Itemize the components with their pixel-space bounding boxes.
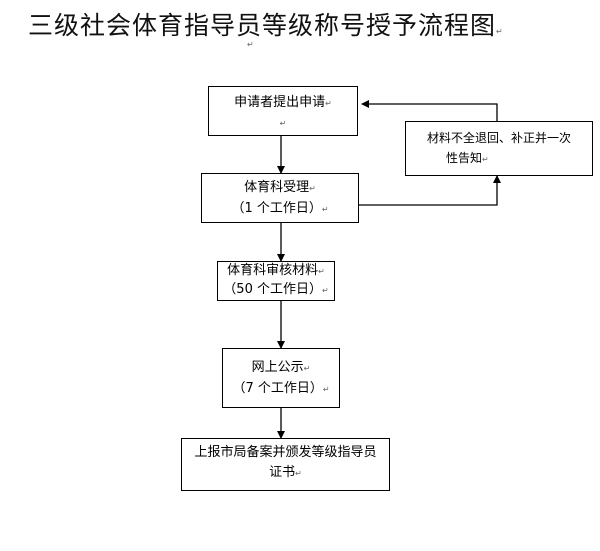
step-publicize-duration: （7 个工作日）↵	[232, 381, 330, 396]
step-apply-box: 申请者提出申请↵ ↵	[208, 86, 358, 136]
step-report-label: 上报市局备案并颁发等级指导员	[194, 445, 377, 460]
paragraph-mark: ↵	[247, 40, 254, 49]
step-report-box: 上报市局备案并颁发等级指导员 证书↵	[181, 438, 390, 491]
side-box-incomplete: 材料不全退回、补正并一次 性告知↵	[405, 121, 593, 176]
step-accept-label: 体育科受理↵	[244, 180, 316, 195]
step-accept-duration: （1 个工作日）↵	[231, 201, 329, 216]
step-review-duration: （50 个工作日）↵	[223, 282, 329, 297]
paragraph-mark: ↵	[279, 119, 287, 128]
side-box-line2: 性告知↵	[446, 151, 489, 165]
step-report-label-cont: 证书↵	[269, 465, 302, 480]
arrow-sidebox-to-apply	[361, 100, 498, 121]
paragraph-mark: ↵	[496, 27, 504, 36]
step-apply-label: 申请者提出申请↵	[234, 95, 332, 110]
arrow-accept-to-sidebox	[359, 175, 501, 206]
step-accept-box: 体育科受理↵ （1 个工作日）↵	[201, 173, 359, 223]
step-review-box: 体育科审核材料↵ （50 个工作日）↵	[217, 261, 335, 301]
side-box-line1: 材料不全退回、补正并一次	[426, 131, 571, 145]
step-review-label: 体育科审核材料↵	[227, 263, 325, 278]
step-publicize-box: 网上公示↵ （7 个工作日）↵	[222, 348, 340, 408]
diagram-title: 三级社会体育指导员等级称号授予流程图↵	[28, 6, 504, 42]
diagram-title-text: 三级社会体育指导员等级称号授予流程图	[28, 11, 497, 40]
step-publicize-label: 网上公示↵	[251, 360, 311, 375]
